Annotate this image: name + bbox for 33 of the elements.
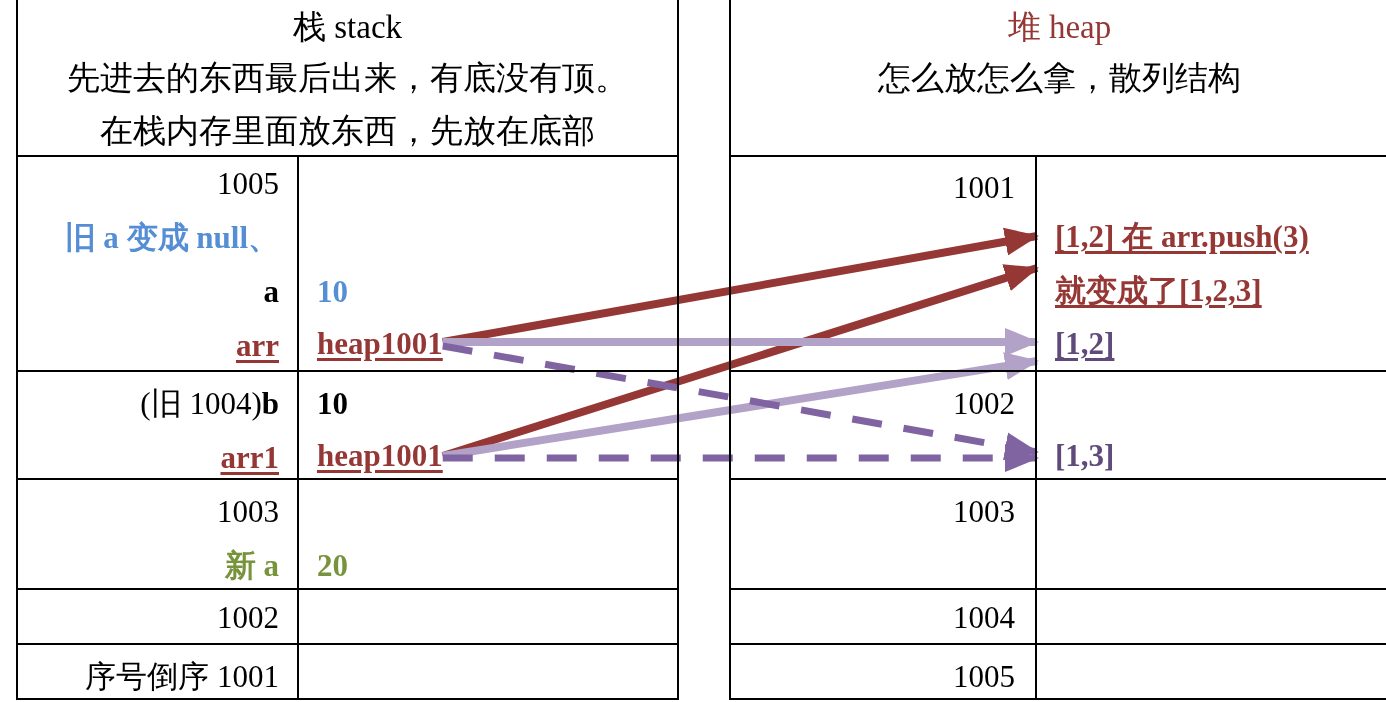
table-title: 栈 stack bbox=[292, 8, 403, 47]
address-number: 1003 bbox=[953, 493, 1015, 531]
array-value: [1,2] bbox=[1037, 319, 1115, 369]
address-number: 1005 bbox=[953, 658, 1015, 696]
description: 先进去的东西最后出来，有底没有顶。在栈内存里面放东西，先放在底部 bbox=[66, 59, 629, 151]
table-title: 堆 heap bbox=[1007, 8, 1112, 47]
address-number: 1002 bbox=[217, 599, 279, 637]
address-number: 1002 bbox=[953, 385, 1015, 423]
arrow bbox=[442, 444, 1039, 472]
variable-name: 新 a bbox=[224, 547, 279, 585]
value-text: 10 bbox=[317, 385, 348, 423]
value-text: 10 bbox=[317, 273, 348, 311]
address-number: 1001 bbox=[953, 169, 1015, 207]
variable-name: arr bbox=[235, 327, 279, 365]
table-cell bbox=[16, 643, 299, 700]
reference-value: heap1001 bbox=[317, 317, 443, 371]
array-value: [1,3] bbox=[1037, 429, 1115, 483]
address-number: 1004 bbox=[953, 599, 1015, 637]
reference-value: heap1001 bbox=[317, 429, 443, 483]
table-header-cell bbox=[16, 0, 679, 157]
empty-table-cell bbox=[297, 643, 679, 700]
address-label: 序号倒序 1001 bbox=[85, 658, 279, 696]
value-text: 20 bbox=[317, 547, 348, 585]
address-number: 1003 bbox=[217, 493, 279, 531]
address-label: (旧 1004)b bbox=[140, 385, 279, 423]
table-row bbox=[729, 643, 1386, 700]
arrow bbox=[442, 328, 1039, 356]
address-number: 1005 bbox=[217, 165, 279, 203]
variable-name: arr1 bbox=[220, 439, 279, 477]
description: 怎么放怎么拿，散列结构 bbox=[878, 59, 1241, 98]
note-text: 旧 a 变成 null、 bbox=[64, 219, 279, 257]
variable-name: a bbox=[263, 273, 279, 311]
array-value-note: [1,2] 在 arr.push(3) 就变成了[1,2,3] bbox=[1037, 210, 1337, 318]
